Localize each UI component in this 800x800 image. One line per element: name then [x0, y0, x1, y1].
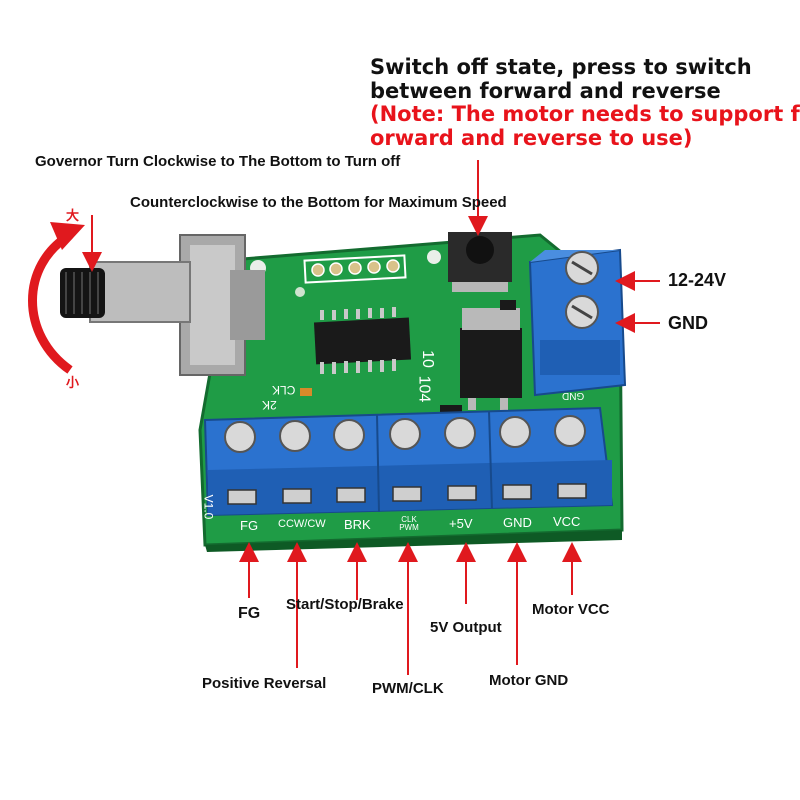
terminal-label-ccw-cw: CCW/CW: [278, 518, 326, 530]
terminal-label-clk-pwm: CLK PWM: [399, 515, 419, 532]
pin-label-motor-vcc: Motor VCC: [532, 601, 610, 618]
silk-10: 10: [418, 350, 436, 368]
terminal-label-fg: FG: [240, 518, 259, 533]
annotation-arrows: [82, 160, 660, 675]
potentiometer[interactable]: [60, 234, 265, 376]
terminal-label-gnd: GND: [503, 515, 532, 530]
ic-chip: [313, 307, 412, 374]
pin-label-start-stop: Start/Stop/Brake: [286, 596, 404, 613]
switch-note-line4: orward and reverse to use): [370, 126, 693, 150]
mosfet: [460, 308, 522, 410]
pin-label-pwm-clk: PWM/CLK: [372, 680, 444, 697]
header-pins: [303, 254, 407, 284]
power-terminal-block: [528, 248, 627, 397]
small-char: 小: [66, 375, 80, 390]
terminal-label-vcc: VCC: [553, 514, 581, 529]
terminal-slots: [227, 483, 587, 505]
terminal-screws: [224, 415, 586, 453]
switch-note-line2: between forward and reverse: [370, 79, 721, 103]
silk-clk: CLK: [272, 383, 296, 397]
silk-2k: 2K: [262, 398, 277, 412]
silk-version: V1.0: [201, 494, 216, 520]
rotation-arrow: [28, 231, 73, 374]
pin-label-motor-gnd: Motor GND: [489, 672, 569, 689]
silk-104: 104: [415, 375, 433, 403]
terminal-label-5v: +5V: [449, 516, 473, 531]
switch-note-line1: Switch off state, press to switch: [370, 55, 752, 79]
big-char: 大: [66, 208, 80, 223]
switch-note-line3: (Note: The motor needs to support f: [370, 102, 800, 126]
pin-label-fg: FG: [238, 605, 261, 622]
terminal-label-brk: BRK: [344, 517, 371, 532]
pin-label-5v-output: 5V Output: [430, 619, 502, 636]
pin-label-positive-reversal: Positive Reversal: [202, 675, 327, 692]
governor-line2: Counterclockwise to the Bottom for Maxim…: [130, 194, 507, 211]
label-power-gnd: GND: [668, 313, 708, 333]
push-button[interactable]: [448, 232, 512, 292]
governor-line1: Governor Turn Clockwise to The Bottom to…: [35, 153, 401, 170]
silk-top-gnd: GND: [562, 390, 585, 401]
label-12-24v: 12-24V: [668, 270, 727, 290]
